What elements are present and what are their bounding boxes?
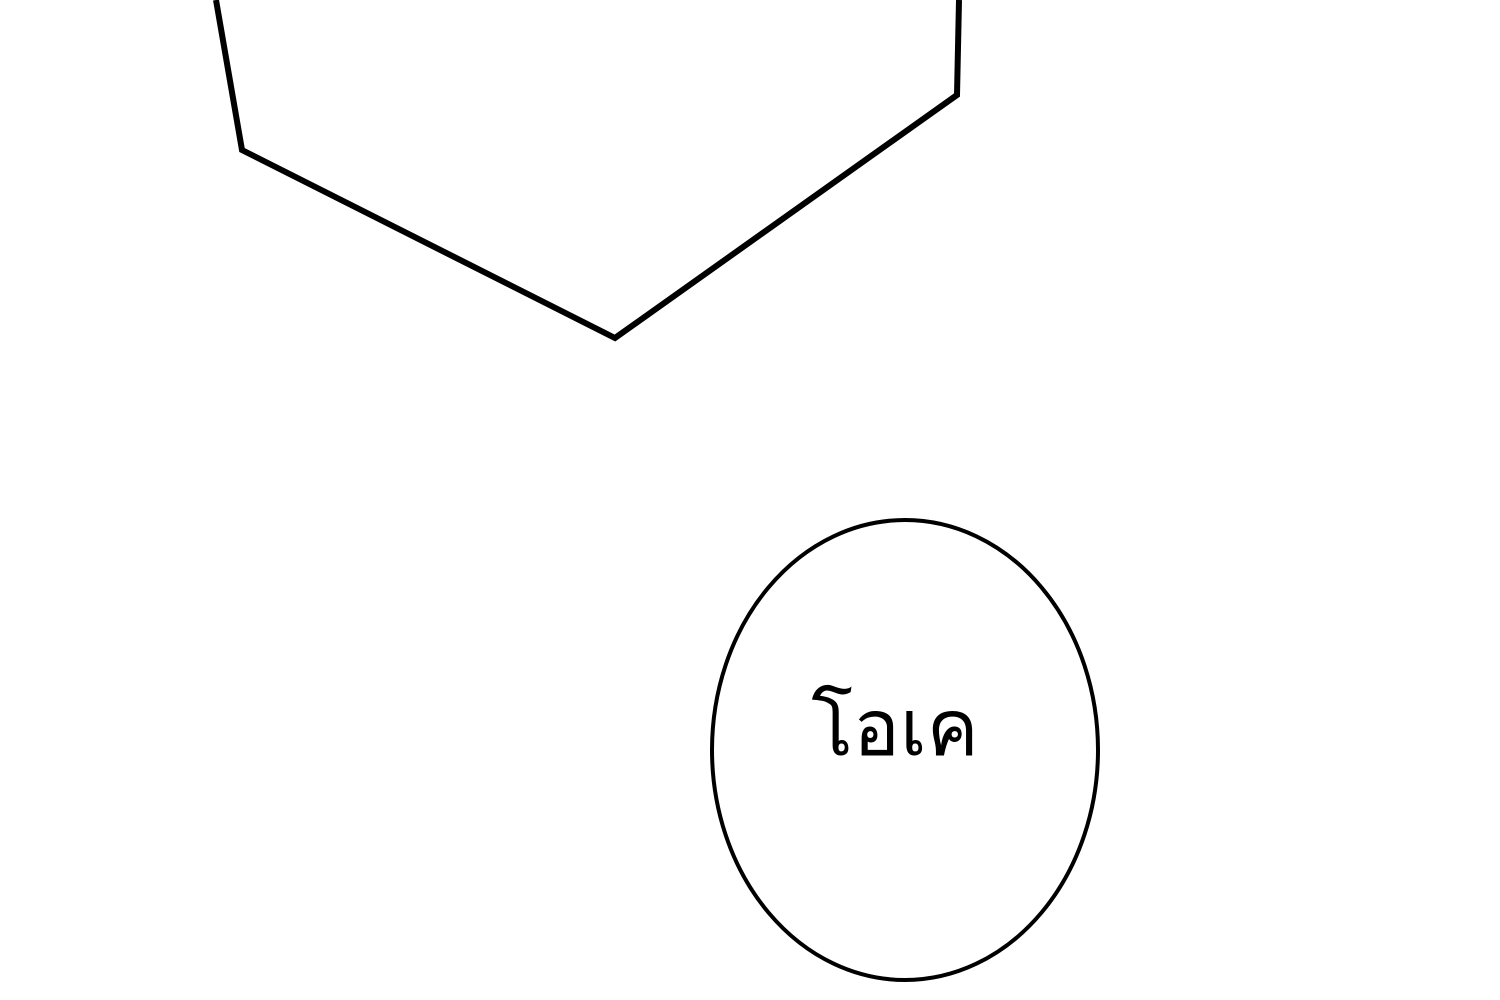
angular-speech-bubble-outline [213, 0, 962, 342]
oval-speech-bubble-outline [710, 518, 1100, 982]
speech-bubble-text: โอเค [811, 684, 979, 774]
